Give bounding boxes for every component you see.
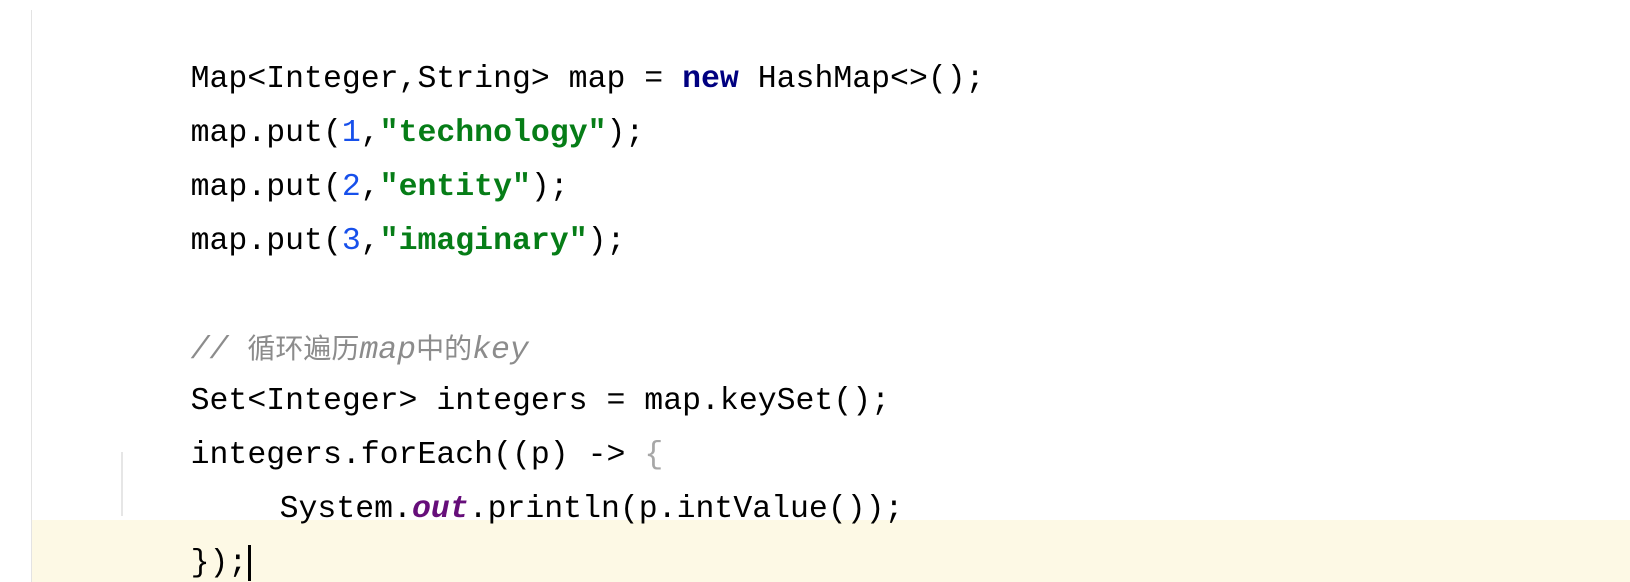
comment-token: key [472,333,529,368]
code-token: }); [190,546,248,581]
code-token: Map<Integer,String> map = [190,62,683,97]
number-token: 3 [341,224,361,259]
code-line-current[interactable]: }); [115,504,252,581]
code-line-7[interactable]: integers.forEach((p) -> { [115,396,664,473]
code-token: ); [530,170,569,205]
current-line-highlight [32,520,1630,582]
indent-guide [121,452,123,516]
code-token: , [360,224,380,259]
string-token: "imaginary" [379,224,588,259]
code-token: HashMap<>(); [738,62,985,97]
string-token: "entity" [379,170,531,205]
code-line-comment[interactable]: // 循环遍历map中的key [115,289,529,368]
comment-token: // [190,333,248,368]
brace-token: { [644,438,664,473]
code-token: map.put( [190,224,342,259]
code-line-1[interactable]: Map<Integer,String> map = new HashMap<>(… [115,20,985,97]
code-token: map.put( [190,116,342,151]
code-line-2[interactable]: map.put(1,"technology"); [115,74,645,151]
number-token: 1 [341,116,361,151]
code-token: .println(p.intValue()); [468,492,904,527]
code-token: ); [606,116,645,151]
code-token: integers.forEach((p) -> [190,438,645,473]
comment-token: map [359,333,417,368]
static-field-token: out [411,492,469,527]
code-line-6[interactable]: Set<Integer> integers = map.keySet(); [115,342,890,419]
number-token: 2 [341,170,361,205]
gutter-divider [31,10,32,582]
comment-token: 循环遍历 [247,332,360,365]
code-line-8[interactable]: System.out.println(p.intValue()); [115,450,904,527]
code-token: , [360,170,380,205]
code-line-4[interactable]: map.put(3,"imaginary"); [115,182,626,259]
comment-token: 中的 [416,332,473,365]
keyword-token: new [682,62,739,97]
code-token: map.put( [190,170,342,205]
code-token: ); [587,224,626,259]
code-token: Set<Integer> integers = map.keySet(); [190,384,891,419]
text-caret [248,544,252,581]
code-line-3[interactable]: map.put(2,"entity"); [115,128,569,205]
code-token: , [360,116,380,151]
code-token: System. [279,492,412,527]
string-token: "technology" [379,116,607,151]
